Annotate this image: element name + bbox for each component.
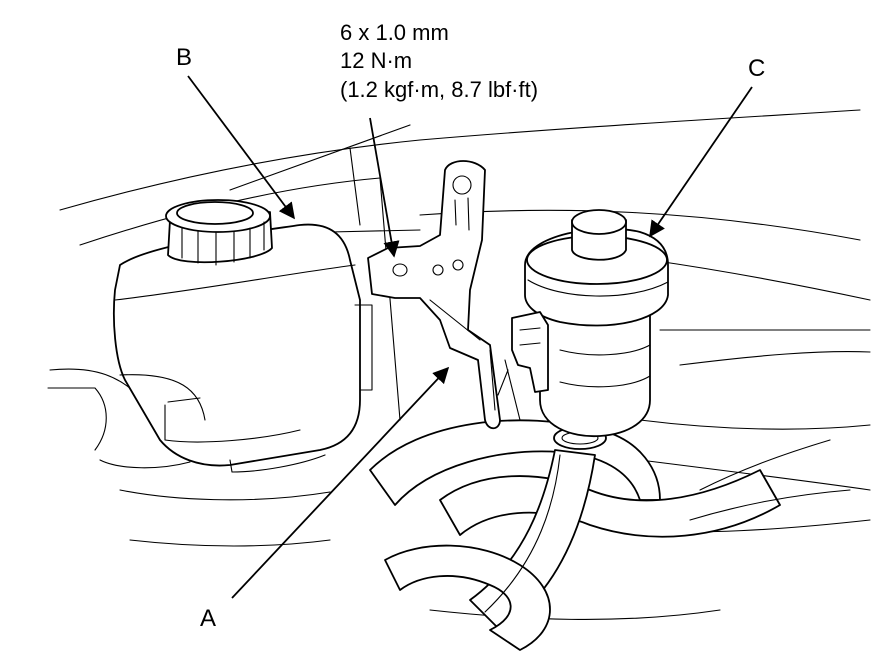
- callout-a: A: [200, 605, 216, 632]
- leader-b: [187, 75, 295, 220]
- leader-a: [231, 366, 450, 599]
- leader-c: [649, 86, 753, 238]
- callout-c: C: [748, 55, 765, 82]
- callout-b: B: [176, 44, 192, 71]
- torque-spec-nm: 12 N·m: [340, 48, 412, 73]
- bracket: [367, 160, 521, 430]
- torque-spec-imperial: (1.2 kgf·m, 8.7 lbf·ft): [340, 77, 538, 102]
- torque-spec-size: 6 x 1.0 mm: [340, 20, 449, 45]
- leader-spec: [369, 117, 400, 258]
- coolant-reservoir: [113, 199, 373, 473]
- leader-lines: [187, 75, 753, 599]
- power-steering-reservoir: [511, 209, 669, 438]
- hoses: [369, 419, 851, 651]
